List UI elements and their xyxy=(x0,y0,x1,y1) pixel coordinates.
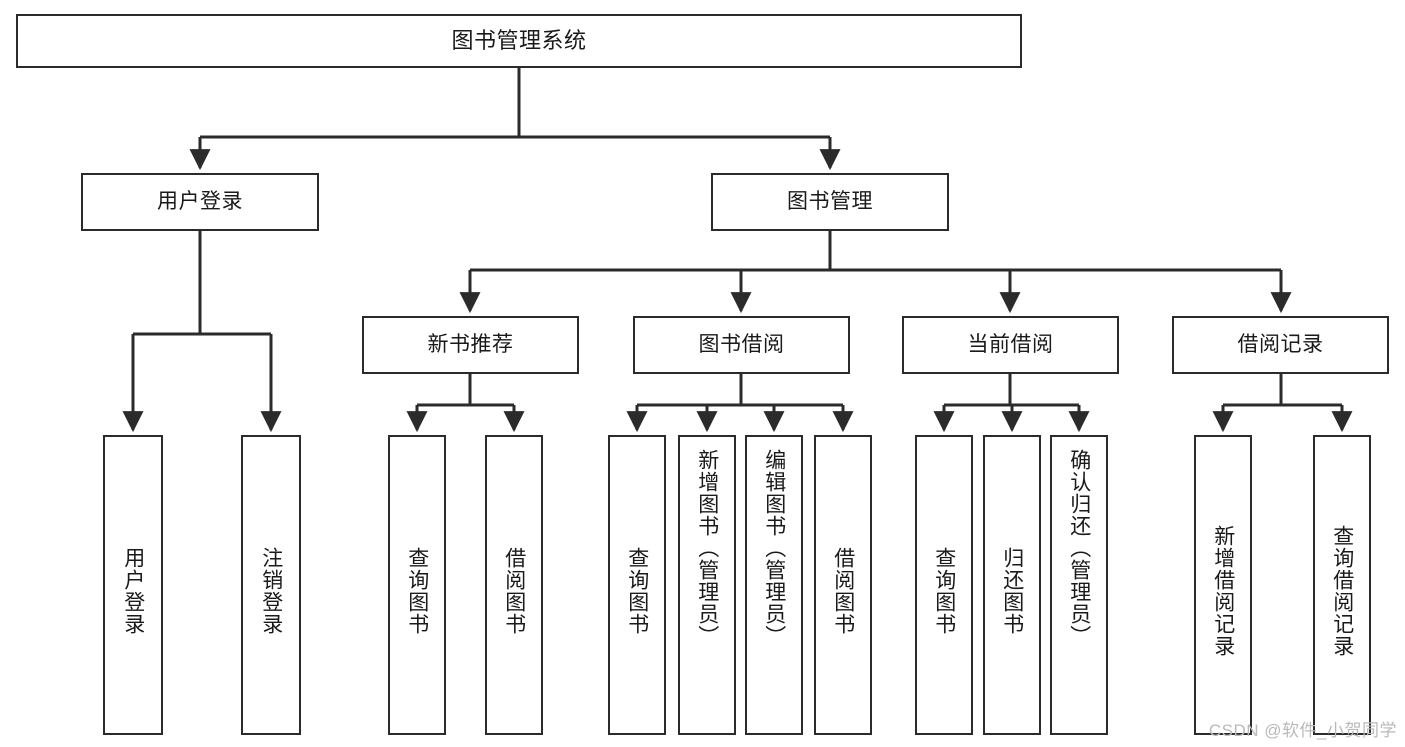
leaf-borrow-book-newrec-label: 借阅图书 xyxy=(502,547,526,635)
node-current-borrow[interactable]: 当前借阅 xyxy=(902,316,1119,374)
node-user-login[interactable]: 用户登录 xyxy=(81,173,319,231)
leaf-add-book-admin-label: 新增图书（管理员） xyxy=(695,449,719,647)
leaf-edit-book-admin-label: 编辑图书（管理员） xyxy=(762,449,786,647)
leaf-add-book-admin[interactable]: 新增图书（管理员） xyxy=(678,435,736,735)
leaf-query-book-borrow-label: 查询图书 xyxy=(625,547,649,635)
node-root-label: 图书管理系统 xyxy=(451,28,587,54)
node-borrow-record[interactable]: 借阅记录 xyxy=(1172,316,1389,374)
leaf-return-book-label: 归还图书 xyxy=(1000,547,1024,635)
node-book-management-label: 图书管理 xyxy=(787,189,873,213)
node-new-book-recommend-label: 新书推荐 xyxy=(427,332,514,356)
node-user-login-label: 用户登录 xyxy=(157,189,243,213)
leaf-query-book-newrec-label: 查询图书 xyxy=(405,547,429,635)
leaf-query-book-newrec[interactable]: 查询图书 xyxy=(388,435,446,735)
leaf-logout[interactable]: 注销登录 xyxy=(241,435,301,735)
leaf-user-login-label: 用户登录 xyxy=(121,547,145,635)
leaf-query-book-current[interactable]: 查询图书 xyxy=(915,435,973,735)
leaf-borrow-book-label: 借阅图书 xyxy=(831,547,855,635)
csdn-watermark: CSDN @软件_小贺同学 xyxy=(1208,721,1397,740)
leaf-query-borrow-record[interactable]: 查询借阅记录 xyxy=(1313,435,1371,735)
node-book-borrow[interactable]: 图书借阅 xyxy=(633,316,850,374)
leaf-query-book-current-label: 查询图书 xyxy=(932,547,956,635)
leaf-add-borrow-record-label: 新增借阅记录 xyxy=(1211,525,1235,657)
leaf-confirm-return-admin-label: 确认归还（管理员） xyxy=(1067,449,1091,647)
leaf-query-book-borrow[interactable]: 查询图书 xyxy=(608,435,666,735)
node-new-book-recommend[interactable]: 新书推荐 xyxy=(362,316,579,374)
leaf-borrow-book-newrec[interactable]: 借阅图书 xyxy=(485,435,543,735)
node-book-borrow-label: 图书借阅 xyxy=(698,332,785,356)
node-current-borrow-label: 当前借阅 xyxy=(967,332,1054,356)
node-book-management[interactable]: 图书管理 xyxy=(711,173,949,231)
node-borrow-record-label: 借阅记录 xyxy=(1237,332,1324,356)
node-root[interactable]: 图书管理系统 xyxy=(16,14,1022,68)
leaf-borrow-book[interactable]: 借阅图书 xyxy=(814,435,872,735)
leaf-return-book[interactable]: 归还图书 xyxy=(983,435,1041,735)
leaf-add-borrow-record[interactable]: 新增借阅记录 xyxy=(1194,435,1252,735)
leaf-edit-book-admin[interactable]: 编辑图书（管理员） xyxy=(745,435,803,735)
leaf-user-login[interactable]: 用户登录 xyxy=(103,435,163,735)
leaf-query-borrow-record-label: 查询借阅记录 xyxy=(1330,525,1354,657)
leaf-confirm-return-admin[interactable]: 确认归还（管理员） xyxy=(1050,435,1108,735)
leaf-logout-label: 注销登录 xyxy=(259,547,283,635)
